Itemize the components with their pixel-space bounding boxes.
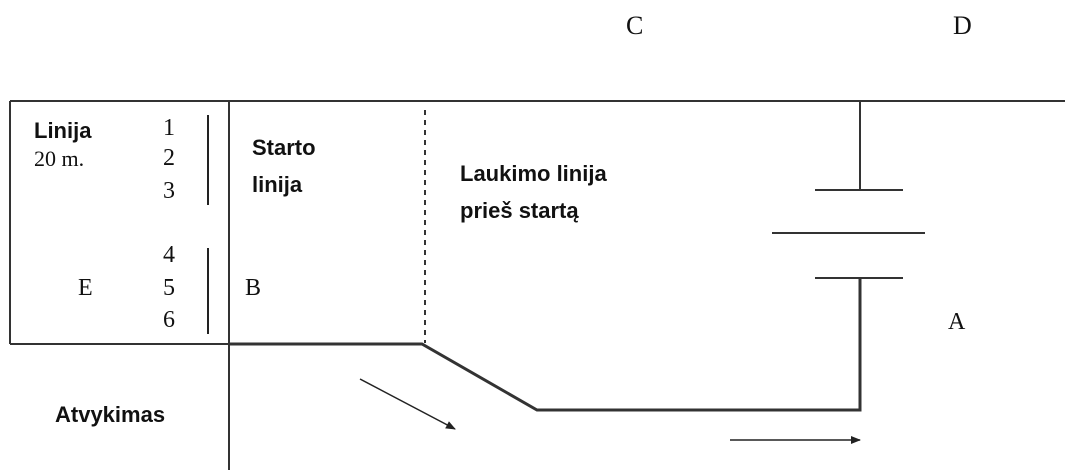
lane-number-2: 2 bbox=[163, 145, 175, 171]
linija-label: Linija bbox=[34, 118, 92, 143]
lane-number-4: 4 bbox=[163, 242, 175, 268]
label-b: B bbox=[245, 275, 261, 301]
arrival-label: Atvykimas bbox=[55, 402, 165, 427]
exit-path-line bbox=[229, 278, 862, 412]
label-d: D bbox=[953, 11, 972, 40]
label-c: C bbox=[626, 11, 643, 40]
start-line-label-line-1: Starto bbox=[252, 135, 316, 160]
label-e: E bbox=[78, 275, 93, 301]
lane-number-6: 6 bbox=[163, 307, 175, 333]
label-a: A bbox=[948, 309, 966, 335]
arrival-direction-arrow bbox=[359, 378, 456, 430]
start-line-label-line-2: linija bbox=[252, 172, 303, 197]
lane-number-1: 1 bbox=[163, 115, 175, 141]
waiting-line-label-line-2: prieš startą bbox=[460, 198, 579, 223]
lane-number-5: 5 bbox=[163, 275, 175, 301]
lane-number-3: 3 bbox=[163, 178, 175, 204]
waiting-line-label-line-1: Laukimo linija bbox=[460, 161, 607, 186]
distance-label: 20 m. bbox=[34, 146, 84, 171]
